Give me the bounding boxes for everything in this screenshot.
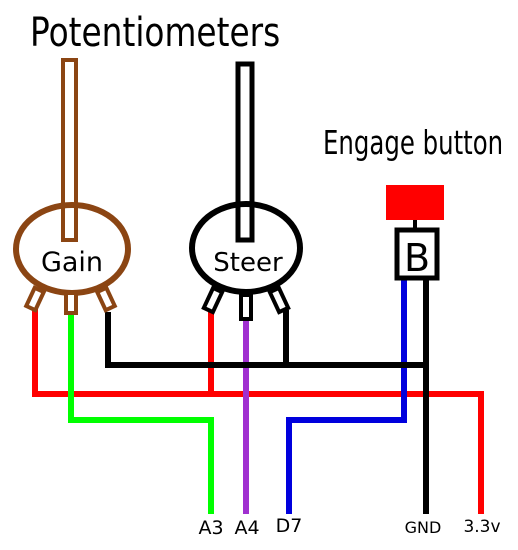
button-cap [386,185,444,220]
ground-wire [105,312,426,368]
steer-lead-middle [239,293,253,321]
pin-label-a3: A3 [198,517,223,539]
gain-label: Gain [41,247,103,278]
gain-lead-middle [64,291,78,315]
pin-label-3v3: 3.3v [463,517,500,537]
gain-signal-wire [68,313,214,514]
pin-label-a4: A4 [234,517,259,539]
wires [32,280,484,514]
button-signal-wire [286,280,407,514]
button-body [394,227,440,281]
steer-body [189,201,303,295]
gain-lead-right [94,285,118,313]
power-wire [32,305,484,514]
steer-label: Steer [213,248,283,278]
pin-label-gnd: GND [405,518,442,537]
steer-lead-left [201,285,225,315]
pin-labels: A3 A4 D7 GND 3.3v [198,515,500,539]
gain-shaft [61,58,78,242]
steer-shaft [235,61,255,243]
pin-label-d7: D7 [276,515,303,537]
steer-potentiometer: Steer [189,61,303,321]
gain-lead-left [23,285,47,313]
main-title: Potentiometers [30,9,280,56]
button-label: B [404,236,430,280]
gain-potentiometer: Gain [13,58,131,315]
engage-button: B [386,185,444,281]
steer-lead-right [267,285,291,315]
button-section-title: Engage button [323,123,503,162]
